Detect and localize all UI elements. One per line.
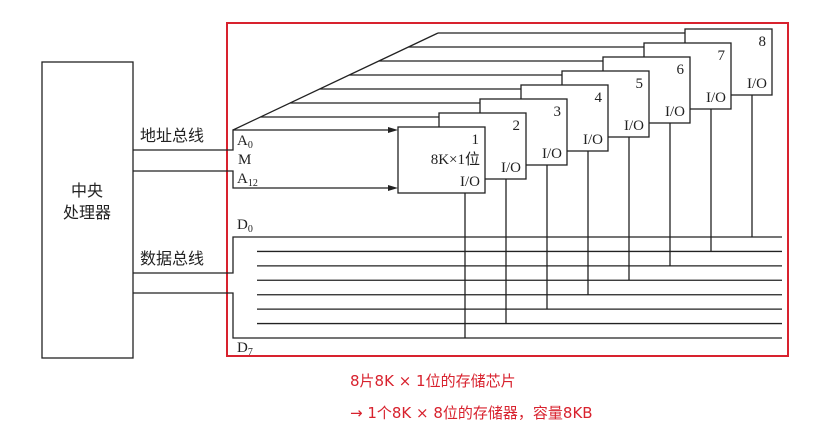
chip-io-label: I/O	[665, 104, 685, 120]
chip-io-label: I/O	[583, 132, 603, 148]
address-fanout-diagonal	[232, 32, 439, 131]
chip-io-label: I/O	[542, 146, 562, 162]
data-bus-label: 数据总线	[140, 249, 204, 268]
address-bus-lower	[133, 170, 392, 189]
chip-io-label: I/O	[706, 90, 726, 106]
cpu-box	[41, 61, 134, 359]
label-d7: D7	[237, 340, 253, 358]
chip-io-label: I/O	[501, 160, 521, 176]
arrow-a0	[388, 127, 398, 133]
wires	[133, 32, 782, 339]
chip-box	[397, 126, 486, 194]
chip-number: 8	[759, 34, 767, 50]
chip-number: 4	[595, 90, 603, 106]
label-a0: A0	[237, 133, 253, 151]
chip-number: 7	[718, 48, 726, 64]
chip-number: 6	[677, 62, 685, 78]
data-bus-lower	[133, 292, 782, 339]
chip-number: 5	[636, 76, 644, 92]
cpu-label-2: 处理器	[63, 203, 111, 222]
label-d0: D0	[237, 217, 253, 235]
chip-number: 3	[554, 104, 562, 120]
cpu-label-1: 中央	[71, 181, 103, 200]
chip-capacity-label: 8K×1位	[431, 151, 480, 168]
chip-io-label: I/O	[460, 174, 480, 190]
label-m: M	[238, 152, 251, 168]
address-bus-upper	[133, 129, 392, 151]
arrow-a12	[388, 185, 398, 191]
data-bus-upper	[133, 236, 782, 274]
chip-number: 2	[513, 118, 521, 134]
chip-number: 1	[472, 132, 480, 148]
highlight-frame	[226, 22, 789, 357]
chip-io-label: I/O	[624, 118, 644, 134]
caption-line-1: 8片8K × 1位的存储芯片	[350, 372, 516, 390]
label-a12: A12	[237, 171, 258, 189]
chip-io-label: I/O	[747, 76, 767, 92]
address-bus-label: 地址总线	[140, 126, 204, 145]
caption-line-2: → 1个8K × 8位的存储器，容量8KB	[350, 404, 593, 422]
memory-chip-1: 1I/O 8K×1位	[397, 126, 486, 194]
